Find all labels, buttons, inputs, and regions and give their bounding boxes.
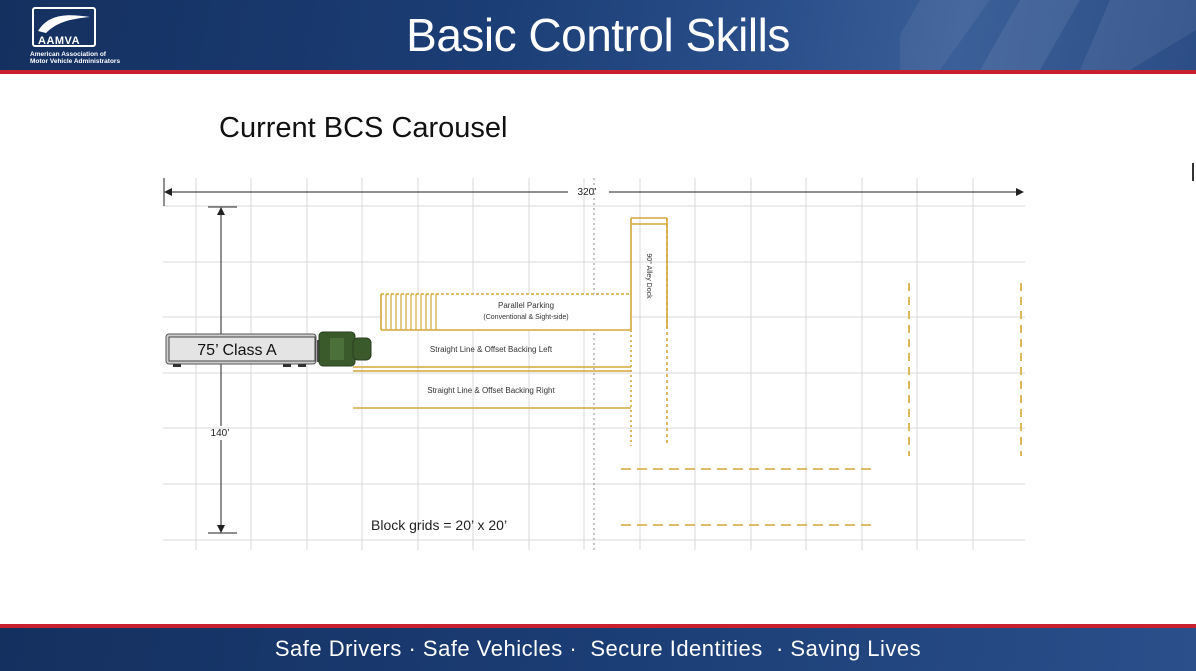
logo-line-2: Motor Vehicle Administrators xyxy=(30,58,121,65)
bcs-carousel-diagram: 320’ 140’ xyxy=(163,178,1025,556)
backing-right-label: Straight Line & Offset Backing Right xyxy=(427,386,555,395)
alley-dock-label: 90° Alley Dock xyxy=(645,253,653,299)
backing-left-label: Straight Line & Offset Backing Left xyxy=(430,345,553,354)
edge-marker xyxy=(1192,163,1194,181)
height-label: 140’ xyxy=(211,428,230,439)
grid-note: Block grids = 20’ x 20’ xyxy=(371,517,507,533)
slide-title: Basic Control Skills xyxy=(406,9,790,61)
logo-line-1: American Association of xyxy=(30,51,106,58)
vehicle-label-box xyxy=(168,336,316,362)
header-decoration xyxy=(900,0,1196,70)
parallel-parking-label: Parallel Parking xyxy=(498,301,554,310)
slide-subtitle: Current BCS Carousel xyxy=(219,112,508,144)
footer-bar xyxy=(0,624,1196,671)
width-label: 320’ xyxy=(578,187,597,198)
logo-acronym: AAMVA xyxy=(38,35,81,47)
footer-accent-stripe xyxy=(0,624,1196,628)
footer-tagline: Safe Drivers · Safe Vehicles · Secure Id… xyxy=(274,636,922,661)
lane-markings xyxy=(353,217,1022,526)
header-accent-stripe xyxy=(0,70,1196,74)
vehicle-label: 75’ Class A xyxy=(197,342,277,359)
header-bar xyxy=(0,0,1196,72)
aamva-logo: AAMVA American Association of Motor Vehi… xyxy=(30,7,150,67)
logo-emblem: AAMVA xyxy=(32,7,96,47)
parallel-parking-sublabel: (Conventional & Sight-side) xyxy=(483,314,568,321)
